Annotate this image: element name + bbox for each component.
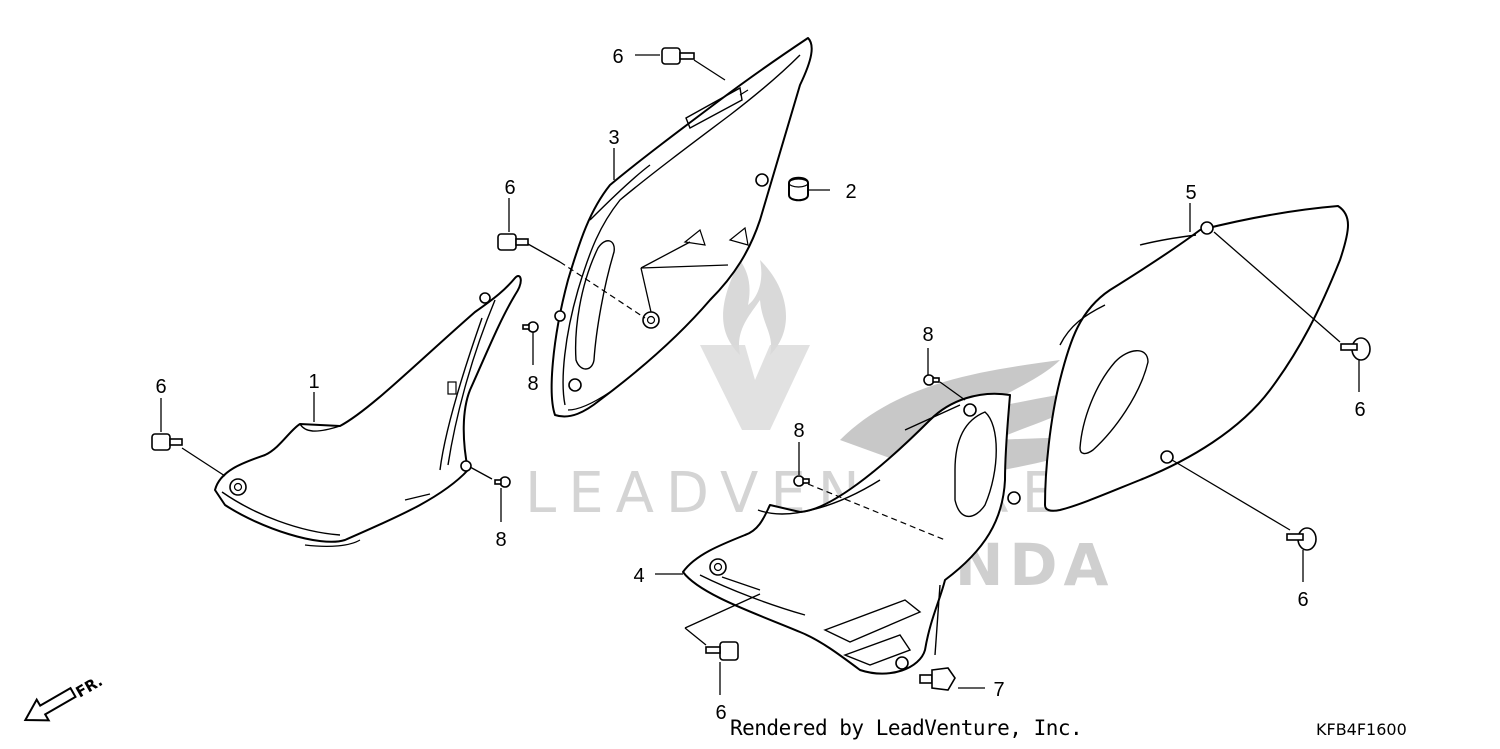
bolt-6-right-bottom[interactable]: [1286, 527, 1317, 551]
part-4-side-cover[interactable]: [682, 392, 1021, 675]
screws-8: [494, 321, 940, 488]
callout-5: 5: [1185, 182, 1196, 204]
front-direction-arrow: FR.: [23, 672, 106, 722]
bolt-6-left[interactable]: [151, 433, 183, 451]
callout-8-c: 8: [922, 324, 933, 346]
front-arrow-label: FR.: [73, 672, 106, 701]
callout-1: 1: [308, 371, 319, 393]
screw-8-c[interactable]: [923, 374, 940, 386]
screw-8-a[interactable]: [522, 321, 539, 333]
callout-4: 4: [633, 565, 644, 587]
callout-6-top: 6: [612, 46, 623, 68]
callout-6-mid: 6: [504, 177, 515, 199]
callout-8-d: 8: [793, 420, 804, 442]
part-5-side-panel[interactable]: [1044, 205, 1349, 512]
bolt-6-right-top[interactable]: [1340, 337, 1371, 361]
bolts-6: [151, 47, 1371, 661]
callout-3: 3: [608, 127, 619, 149]
callout-8-b: 8: [495, 529, 506, 551]
callout-6-bottom: 6: [715, 702, 726, 724]
callout-2: 2: [845, 181, 856, 203]
bolt-6-top[interactable]: [661, 47, 695, 65]
leader-lines: [160, 54, 1360, 695]
part-3-side-panel[interactable]: [550, 37, 813, 418]
callout-6-left: 6: [155, 376, 166, 398]
bolt-6-bottom[interactable]: [705, 641, 739, 661]
callout-labels: 1 2 3 4 5 6 6 6 6 6 6 7 8 8 8 8: [155, 46, 1365, 724]
render-credit: Rendered by LeadVenture, Inc.: [730, 716, 1083, 740]
part-2-grommet[interactable]: [788, 176, 809, 202]
diagram-code: KFB4F1600: [1316, 720, 1407, 739]
screw-8-d[interactable]: [793, 475, 810, 487]
callout-6-right-top: 6: [1354, 399, 1365, 421]
screw-8-b[interactable]: [494, 476, 511, 488]
part-1-side-cover[interactable]: [214, 275, 522, 547]
bolt-6-mid[interactable]: [497, 233, 529, 251]
part-7-bolt[interactable]: [919, 667, 956, 691]
callout-7: 7: [993, 679, 1004, 701]
callout-6-right-bottom: 6: [1297, 589, 1308, 611]
callout-8-a: 8: [527, 373, 538, 395]
